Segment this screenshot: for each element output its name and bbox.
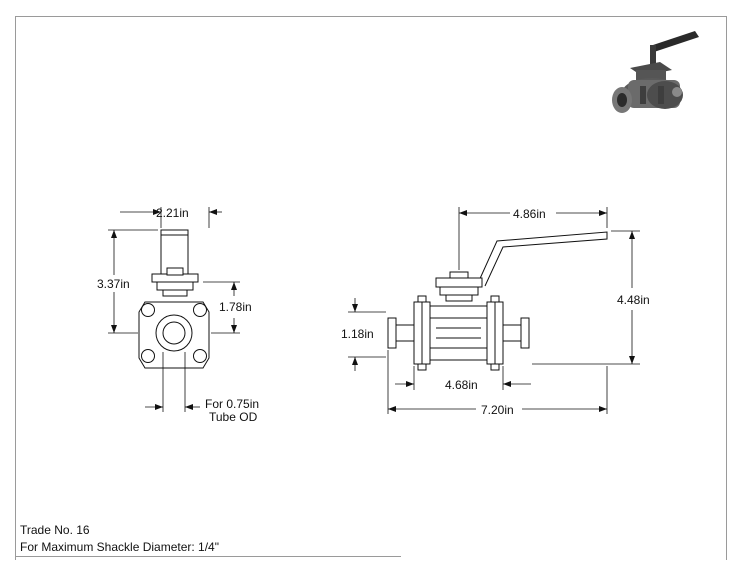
dim-overall-length: 7.20in — [481, 403, 514, 417]
front-view — [138, 229, 210, 369]
side-dimensions — [348, 207, 640, 414]
dim-handle-length: 4.86in — [513, 207, 546, 221]
trade-number: Trade No. 16 — [20, 523, 90, 537]
dim-tube-note-line2: Tube OD — [209, 410, 258, 424]
side-view — [387, 231, 608, 371]
drawing-frame-bottom — [15, 556, 401, 557]
dim-port-height: 1.18in — [341, 327, 374, 341]
dim-front-height: 3.37in — [97, 277, 130, 291]
dim-center-height: 1.78in — [219, 300, 252, 314]
dim-front-width: 2.21in — [156, 206, 189, 220]
valve-3d-thumbnail — [612, 31, 699, 113]
shackle-note: For Maximum Shackle Diameter: 1/4" — [20, 540, 219, 554]
drawing-frame — [15, 16, 727, 560]
dim-tube-note-line1: For 0.75in — [205, 397, 259, 411]
front-dimensions — [108, 207, 240, 412]
dim-overall-height: 4.48in — [617, 293, 650, 307]
dim-body-length: 4.68in — [445, 378, 478, 392]
